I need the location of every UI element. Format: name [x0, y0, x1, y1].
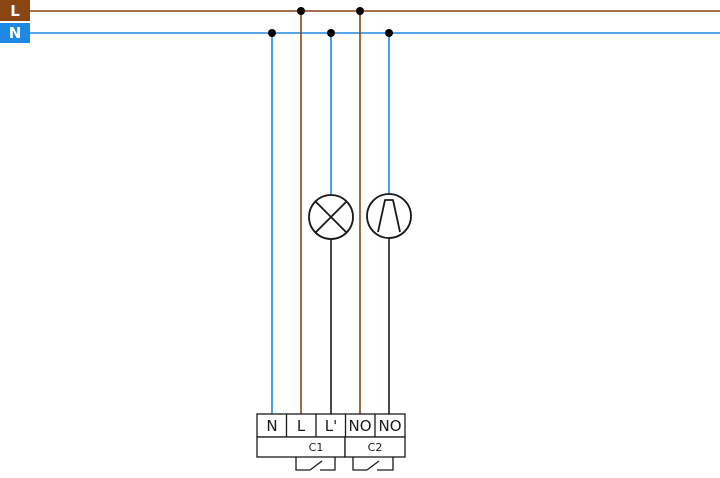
terminal-block: N L L' NO NO C1 C2 [256, 413, 406, 458]
relay-contact-c2-icon [352, 457, 394, 471]
group-c2-box [344, 436, 406, 458]
fan-motor-icon [366, 193, 412, 239]
terminal-label-no1: NO [348, 417, 371, 435]
junction-dot [327, 29, 335, 37]
junction-dot [385, 29, 393, 37]
live-label: L [10, 2, 20, 20]
terminal-label-n: N [266, 417, 277, 435]
group-label-c2: C2 [368, 441, 383, 454]
neutral-label: N [9, 24, 22, 42]
group-label-c1: C1 [309, 441, 324, 454]
live-label-box [0, 0, 30, 21]
junction-dot [297, 7, 305, 15]
neutral-rail: N [0, 23, 720, 43]
terminal-label-l-prime: L' [325, 417, 337, 435]
relay-contact-c1-icon [295, 457, 336, 471]
live-rail: L [0, 0, 720, 21]
neutral-label-box [0, 23, 30, 43]
junction-dot [356, 7, 364, 15]
lamp-icon [308, 194, 354, 240]
terminal-label-no2: NO [378, 417, 401, 435]
group-c1-box [256, 436, 346, 458]
junction-dot [268, 29, 276, 37]
terminal-label-l: L [297, 417, 306, 435]
